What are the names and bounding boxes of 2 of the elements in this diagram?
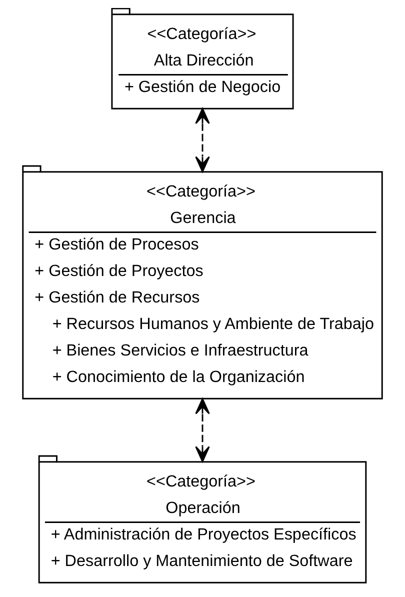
arrow	[195, 108, 210, 172]
arrow	[195, 398, 210, 462]
